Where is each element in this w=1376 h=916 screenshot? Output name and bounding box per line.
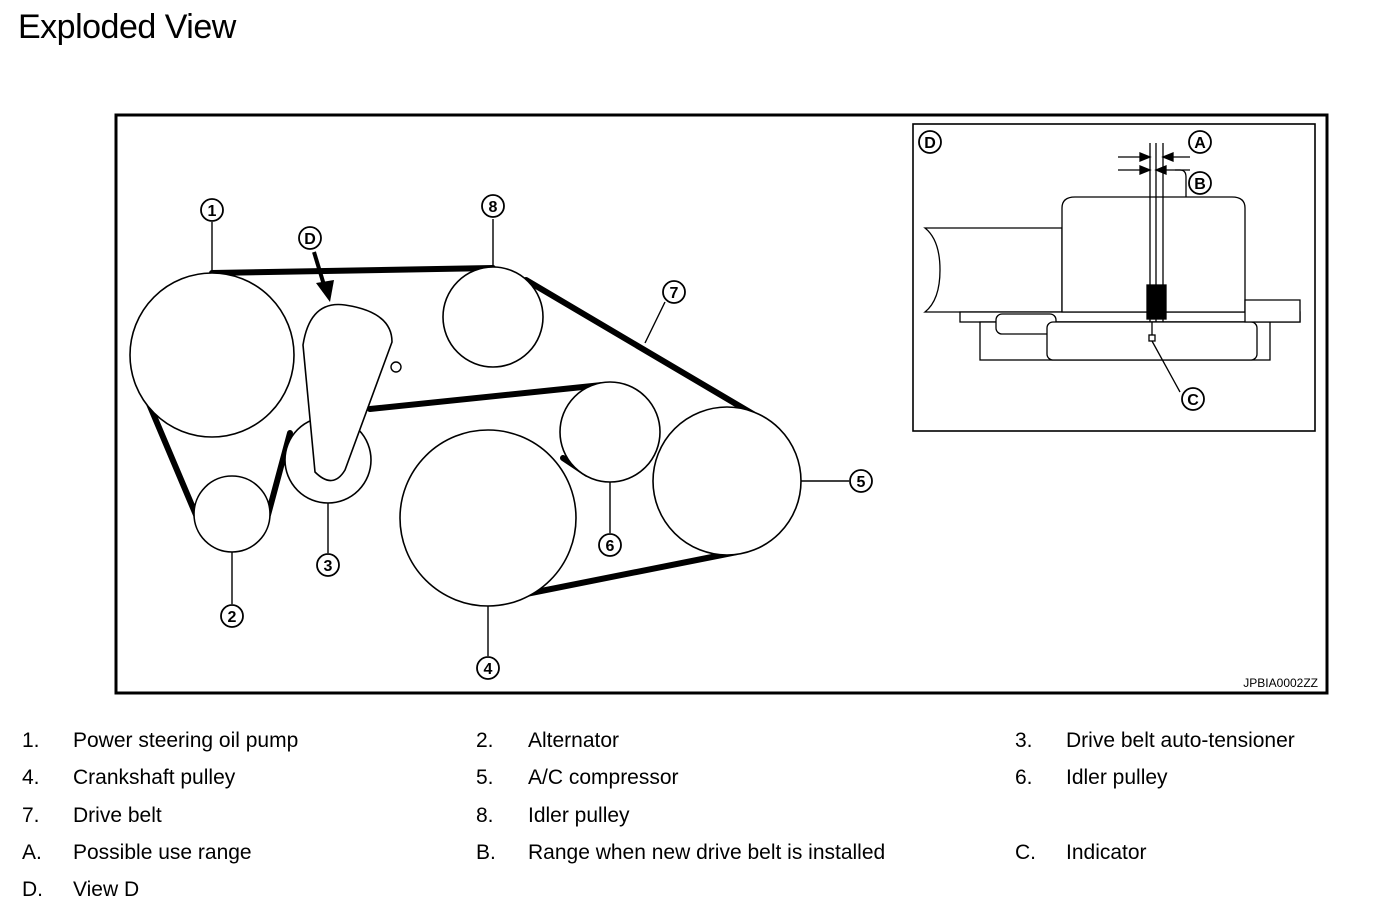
callout-8-circle — [481, 194, 505, 218]
tensioner-arm — [302, 303, 393, 482]
legend-text: Idler pulley — [1066, 766, 1168, 789]
legend-text: Indicator — [1066, 841, 1147, 864]
figure-code: JPBIA0002ZZ — [1243, 676, 1318, 690]
inset-range-arrows — [1118, 152, 1190, 197]
callout-6: 6 — [606, 538, 615, 555]
legend-text: A/C compressor — [528, 766, 679, 789]
legend-key: A. — [22, 841, 42, 864]
legend-text: Possible use range — [73, 841, 252, 864]
callout-7: 7 — [670, 285, 679, 302]
idler-pulley-upper — [442, 266, 544, 368]
callout-6-circle — [598, 533, 622, 557]
legend-text: Idler pulley — [528, 804, 630, 827]
power-steering-pump-pulley — [129, 272, 295, 438]
callout-7-circle — [662, 280, 686, 304]
inset-view-d-circle — [918, 130, 942, 154]
callout-d: D — [304, 231, 316, 248]
ac-compressor-pulley — [652, 406, 802, 556]
legend-text: Drive belt auto-tensioner — [1066, 729, 1295, 752]
idler-pulley-lower — [559, 381, 661, 483]
legend-key: C. — [1015, 841, 1036, 864]
crankshaft-pulley — [399, 429, 577, 607]
legend-text: Power steering oil pump — [73, 729, 299, 752]
legend-text: View D — [73, 878, 140, 901]
callout-3-circle — [316, 553, 340, 577]
view-d-arrow-shaft — [312, 251, 326, 286]
callout-1: 1 — [208, 203, 217, 220]
legend-key: 6. — [1015, 766, 1033, 789]
callout-b: B — [1194, 176, 1206, 193]
callout-a: A — [1194, 135, 1206, 152]
callout-a-circle — [1188, 130, 1212, 154]
alternator-pulley — [193, 475, 271, 553]
view-d-arrowhead — [316, 280, 334, 302]
indicator-marker — [1148, 334, 1156, 342]
legend-key: 1. — [22, 729, 40, 752]
legend-key: 3. — [1015, 729, 1033, 752]
tensioner-bolt — [390, 361, 402, 373]
legend-key: 8. — [476, 804, 494, 827]
legend-key: 2. — [476, 729, 494, 752]
callout-2-circle — [220, 604, 244, 628]
page-title: Exploded View — [18, 8, 236, 46]
inset-housing — [923, 196, 1301, 361]
legend-text: Range when new drive belt is installed — [528, 841, 886, 864]
legend-key: 4. — [22, 766, 40, 789]
callout-4: 4 — [484, 661, 493, 678]
callout-b-circle — [1188, 171, 1212, 195]
legend-key: 5. — [476, 766, 494, 789]
legend-text: Alternator — [528, 729, 620, 752]
legend-text: Drive belt — [73, 804, 162, 827]
callout-c: C — [1187, 392, 1199, 409]
callout-3: 3 — [324, 558, 333, 575]
diagram-frame — [114, 113, 1329, 695]
callout-d-circle — [298, 226, 322, 250]
legend-key: 7. — [22, 804, 40, 827]
callout-2: 2 — [228, 609, 237, 626]
callout-5: 5 — [857, 474, 866, 491]
legend-key: D. — [22, 878, 43, 901]
callout-8: 8 — [489, 199, 498, 216]
callout-4-circle — [476, 656, 500, 680]
legend-text: Crankshaft pulley — [73, 766, 236, 789]
callout-c-circle — [1181, 387, 1205, 411]
callout-5-circle — [849, 469, 873, 493]
inset-view-d-label: D — [924, 135, 936, 152]
callout-1-circle — [200, 198, 224, 222]
legend-key: B. — [476, 841, 496, 864]
